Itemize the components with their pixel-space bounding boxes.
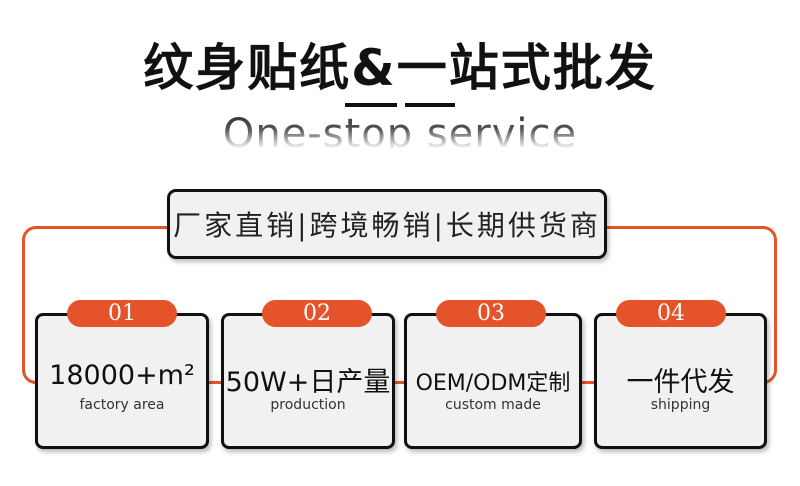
- feature-card-custom-made: OEM/ODM定制 custom made: [404, 313, 582, 449]
- feature-card-caption: custom made: [445, 397, 541, 413]
- feature-card-factory-area: 18000+m² factory area: [35, 313, 209, 449]
- page-subtitle: One-stop service: [0, 112, 800, 150]
- slogan-banner: 厂家直销|跨境畅销|长期供货商: [167, 189, 607, 259]
- title-underline-right: [405, 103, 455, 107]
- feature-card-caption: production: [270, 397, 346, 413]
- page-title: 纹身贴纸&一站式批发: [143, 39, 657, 97]
- feature-card-caption: factory area: [79, 397, 165, 413]
- feature-card-production: 50W+日产量 production: [221, 313, 395, 449]
- feature-card-value: 50W+日产量: [225, 367, 391, 398]
- step-badge-04: 04: [616, 300, 726, 327]
- title-underline-left: [345, 103, 397, 107]
- feature-card-value: 一件代发: [626, 367, 735, 398]
- feature-card-shipping: 一件代发 shipping: [594, 313, 767, 449]
- feature-card-value: OEM/ODM定制: [415, 371, 571, 396]
- step-badge-03: 03: [436, 300, 546, 327]
- feature-card-value: 18000+m²: [49, 360, 195, 391]
- step-badge-02: 02: [262, 300, 372, 327]
- feature-card-caption: shipping: [650, 397, 711, 413]
- slogan-text: 厂家直销|跨境畅销|长期供货商: [173, 209, 601, 242]
- step-badge-01: 01: [67, 300, 177, 327]
